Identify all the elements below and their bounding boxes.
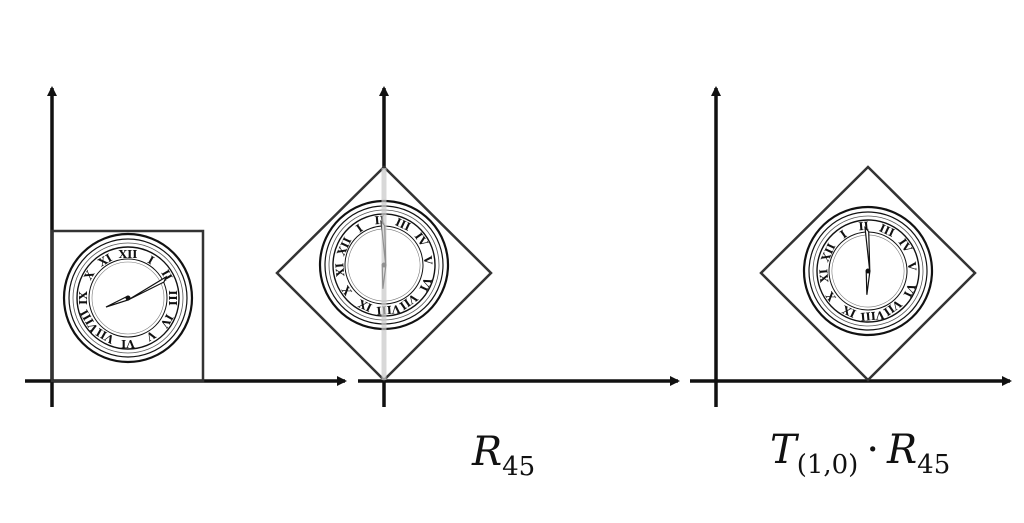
panel-rotation xyxy=(275,86,680,407)
caption-translate-rotate: T(1,0)·R45 xyxy=(770,430,950,478)
panel-translate-rotate xyxy=(690,86,1012,407)
caption-r2-subscript: 45 xyxy=(917,450,951,480)
caption-t-symbol: T xyxy=(770,427,797,473)
clock-icon xyxy=(62,232,194,364)
square-frame-1 xyxy=(50,229,205,383)
caption-r2-symbol: R xyxy=(887,427,918,473)
panel-original xyxy=(25,86,347,407)
caption-rotation: R45 xyxy=(472,432,535,480)
caption-operator: · xyxy=(866,427,880,473)
caption-r-symbol: R xyxy=(472,429,503,475)
caption-r-subscript: 45 xyxy=(502,452,536,482)
caption-t-subscript: (1,0) xyxy=(796,450,859,480)
clock-icon xyxy=(781,184,955,358)
